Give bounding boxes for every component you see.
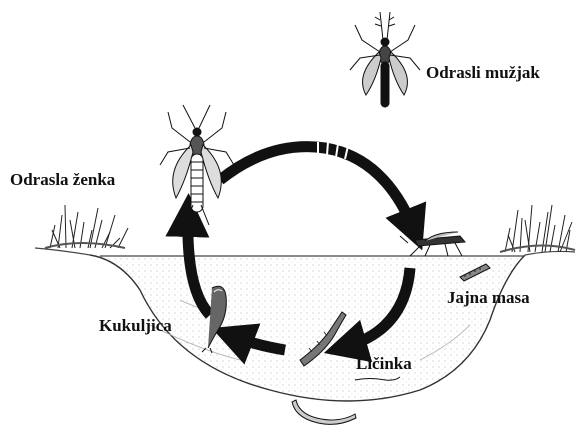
grass-left [45,205,128,248]
label-larva: Ličinka [356,355,412,372]
grass-right [500,205,575,252]
mosquito-laying-icon [400,232,465,256]
larva-bottom-icon [292,400,356,424]
label-pupa: Kukuljica [99,317,172,334]
label-adult-male: Odrasli mužjak [426,64,540,81]
mosquito-male-icon [350,12,420,107]
mosquito-female-icon [160,105,234,225]
label-egg-mass: Jajna masa [447,289,530,306]
left-bank [35,248,90,255]
arrow-female-to-eggs [220,147,414,230]
label-adult-female: Odrasla ženka [10,171,115,188]
